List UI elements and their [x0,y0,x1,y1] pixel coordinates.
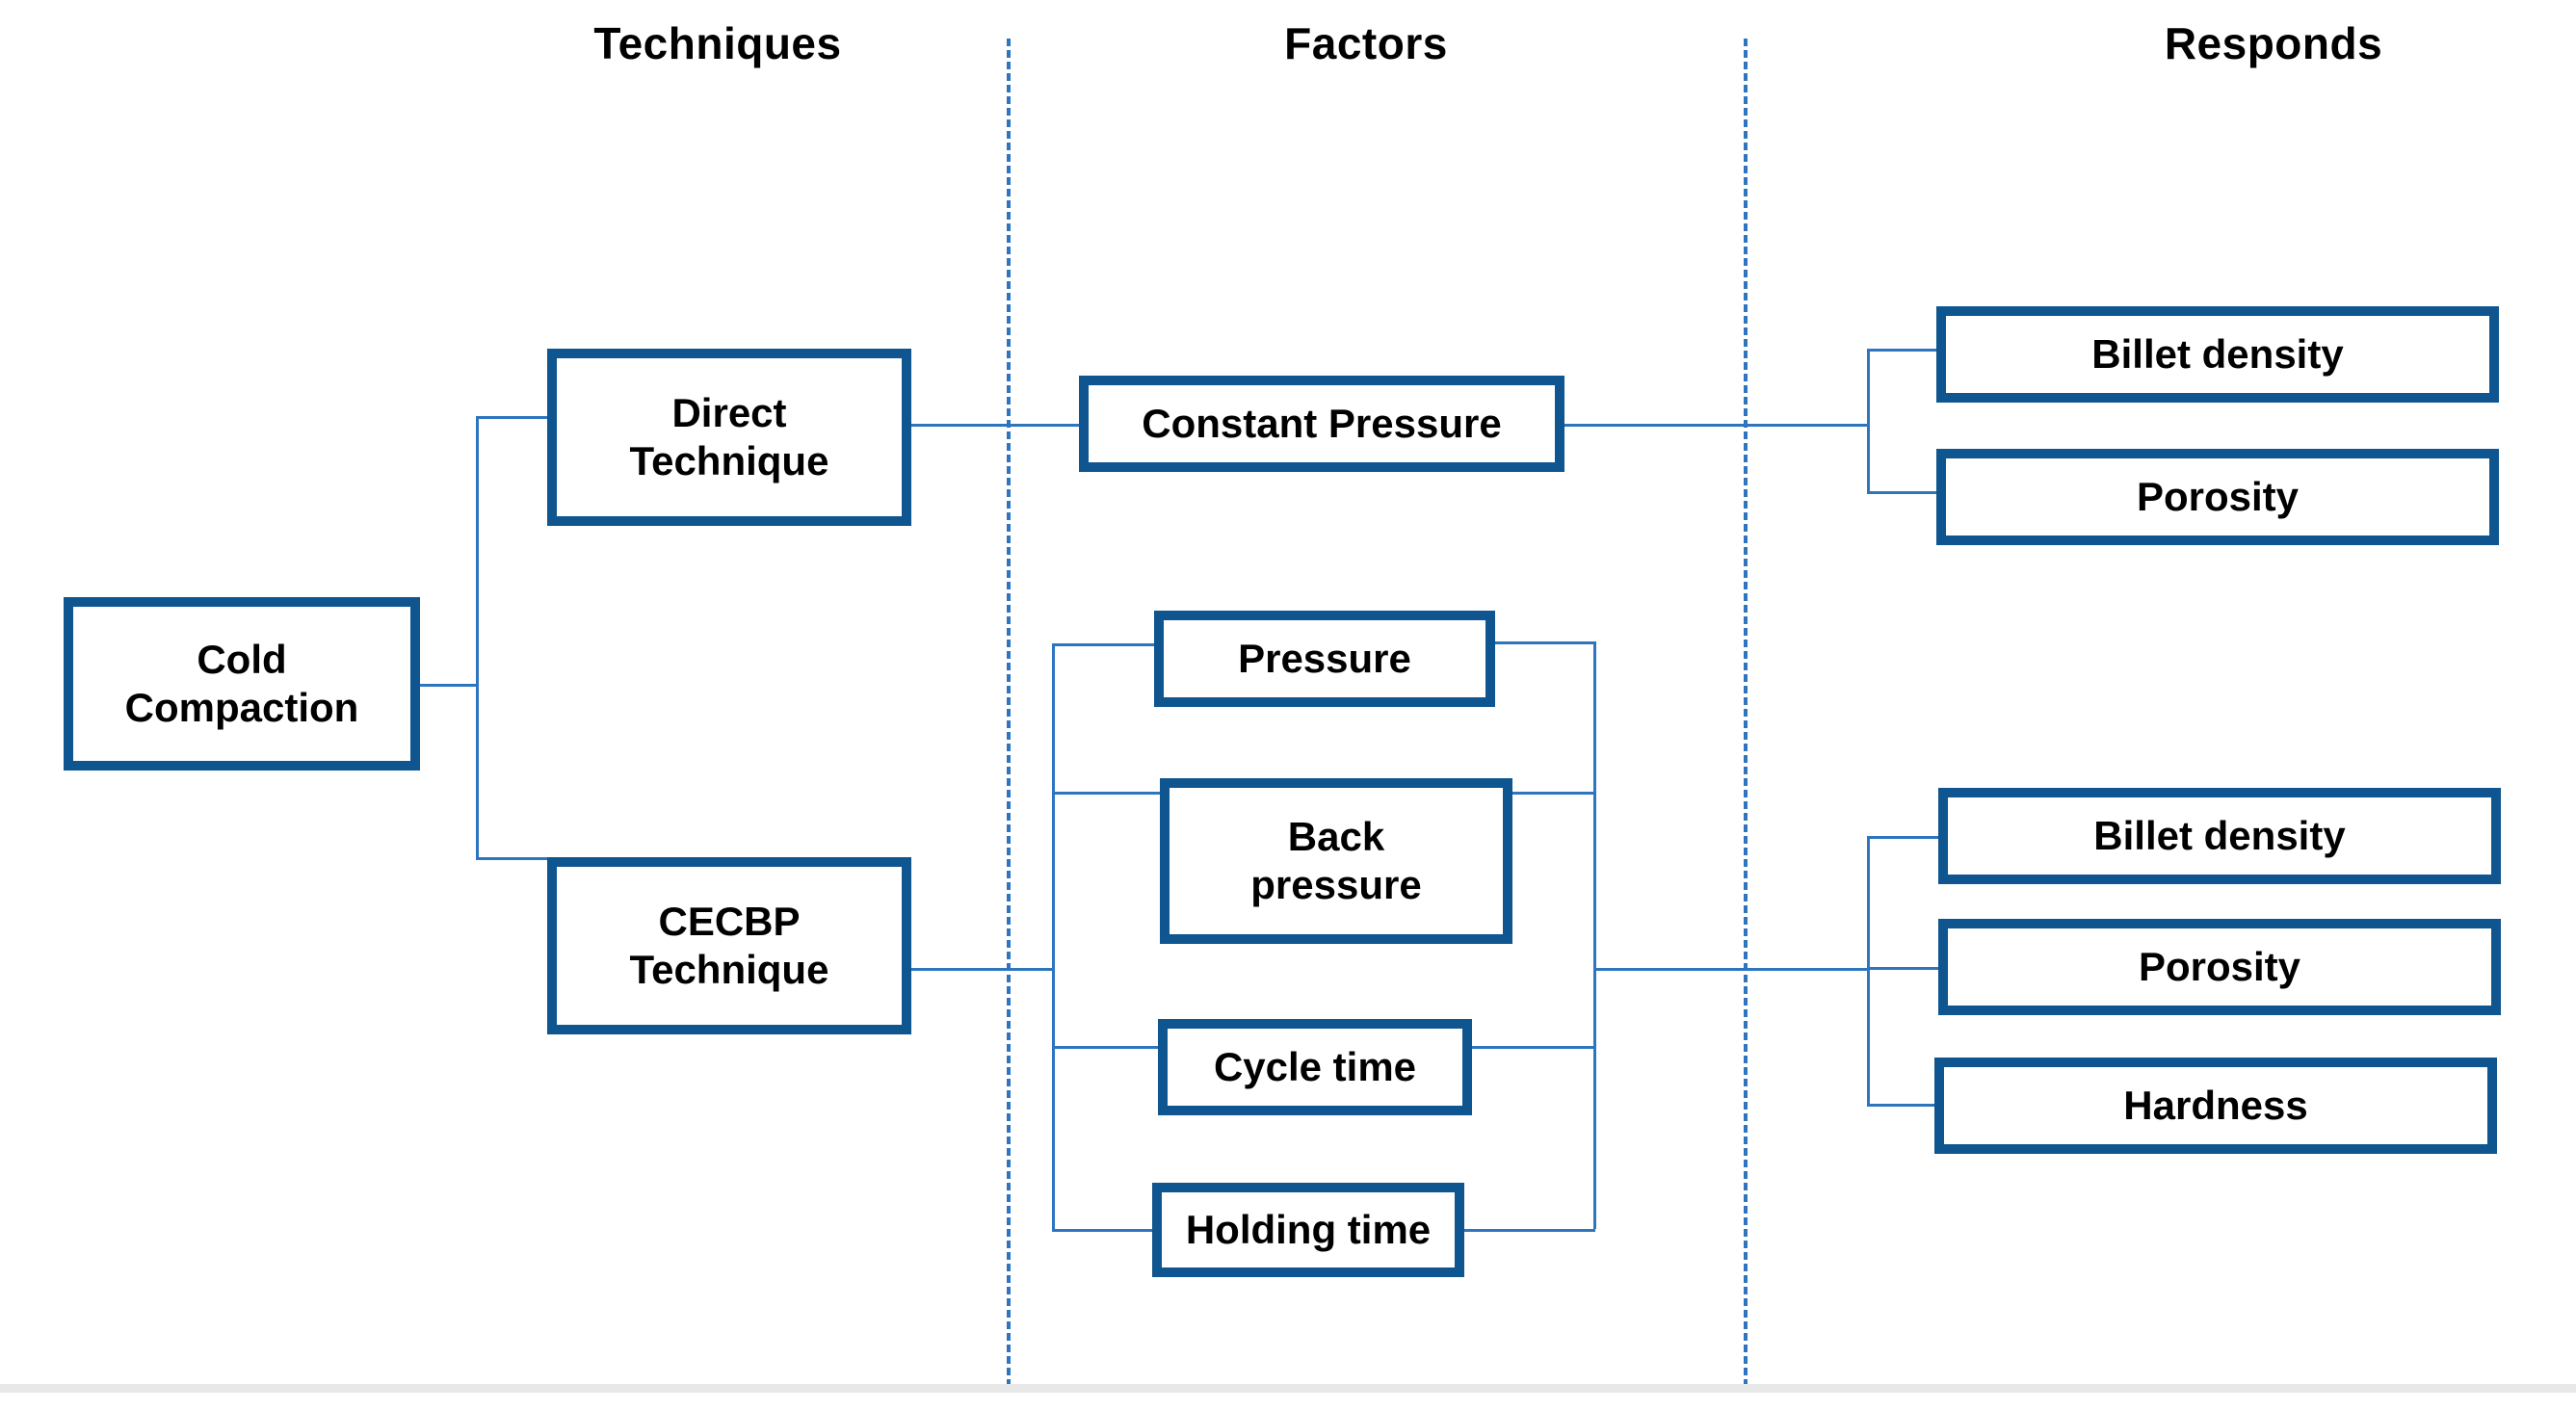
column-header-factors: Factors [1284,18,1448,68]
node-pressure[interactable]: Pressure [1154,611,1495,707]
connector-root-stub [420,684,476,687]
node-billet-density-top[interactable]: Billet density [1936,306,2499,403]
node-holding-time[interactable]: Holding time [1152,1183,1464,1277]
connector-to-porosity-top [1867,491,1938,494]
connector-responds-top-trunk [1867,349,1870,491]
node-label: Constant Pressure [1142,401,1502,447]
node-hardness-bottom[interactable]: Hardness [1934,1058,2497,1154]
node-label: Cycle time [1213,1044,1417,1090]
connector-to-porosity-bottom [1867,967,1940,970]
connector-to-holding-time [1052,1229,1154,1232]
node-porosity-bottom[interactable]: Porosity [1938,919,2501,1015]
connector-factors-to-responds [1593,968,1867,971]
column-header-techniques: Techniques [593,18,842,68]
node-label: Porosity [2136,474,2300,520]
node-porosity-top[interactable]: Porosity [1936,449,2499,545]
connector-constant-pressure-to-responds [1563,424,1867,427]
connector-to-billet-density-top [1867,349,1938,352]
node-constant-pressure[interactable]: Constant Pressure [1079,376,1564,472]
connector-cecbp-stub [911,968,1052,971]
node-label: Hardness [2123,1083,2308,1129]
connector-techniques-trunk [476,416,479,857]
connector-pressure-out [1495,641,1595,644]
connector-back-pressure-out [1512,792,1595,795]
bottom-rule [0,1384,2576,1393]
connector-to-hardness-bottom [1867,1104,1936,1107]
connector-to-billet-density-bottom [1867,836,1940,839]
node-cycle-time[interactable]: Cycle time [1158,1019,1472,1115]
node-label: Billet density [2093,813,2346,859]
connector-holding-time-out [1464,1229,1595,1232]
connector-direct-to-constant-pressure [911,424,1081,427]
connector-to-direct-technique [476,416,549,419]
connector-factors-converge-trunk [1593,641,1596,1229]
techniques-factors-divider [1007,39,1011,1387]
connector-responds-bottom-trunk [1867,836,1870,1104]
column-header-responds: Responds [2164,18,2383,68]
connector-to-cycle-time [1052,1046,1160,1049]
node-label: Billet density [2091,331,2344,378]
node-label: Pressure [1238,636,1411,682]
node-label: Holding time [1185,1207,1432,1253]
connector-to-pressure [1052,643,1156,646]
connector-to-back-pressure [1052,792,1162,795]
connector-cycle-time-out [1472,1046,1595,1049]
node-billet-density-bottom[interactable]: Billet density [1938,788,2501,884]
connector-cecbp-fanout-trunk [1052,643,1055,1229]
connector-to-cecbp-technique [476,857,549,860]
node-label: Porosity [2138,944,2301,990]
factors-responds-divider [1744,39,1748,1387]
